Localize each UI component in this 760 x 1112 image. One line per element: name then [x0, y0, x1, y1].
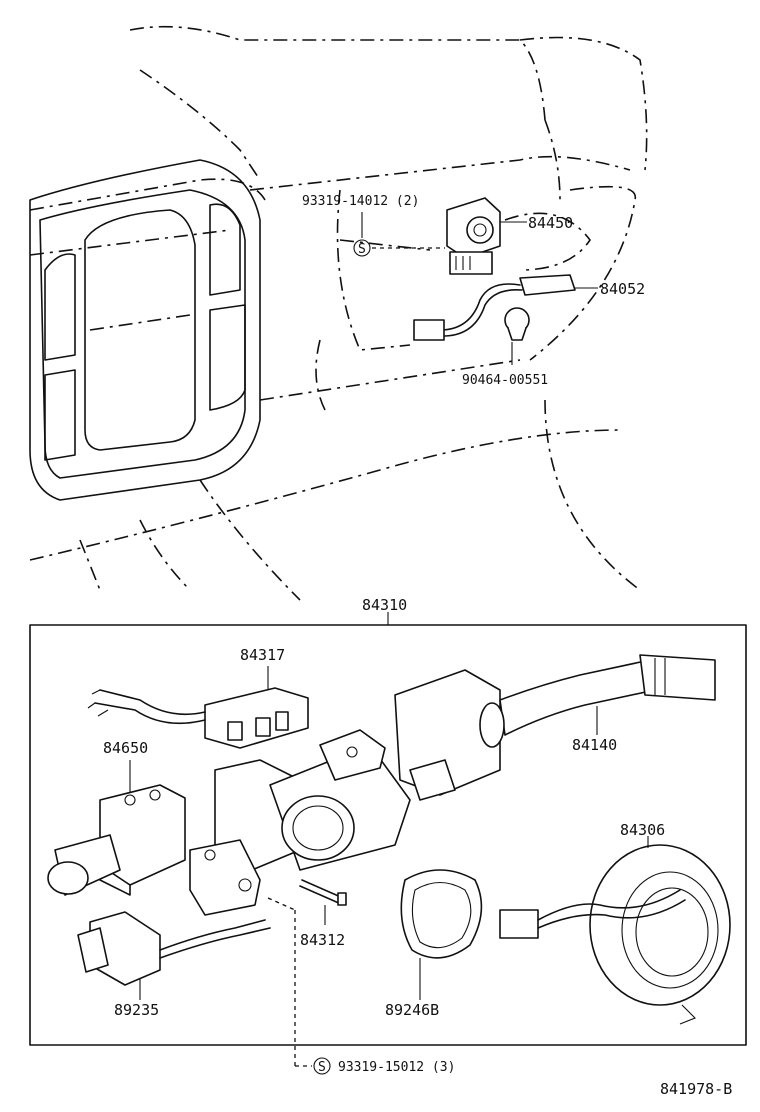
label-84306: 84306 — [620, 821, 665, 839]
label-89246B: 89246B — [385, 1001, 439, 1019]
spiral-cable-84306 — [499, 836, 731, 1025]
label-93319-15012: 93319-15012 (3) — [338, 1060, 455, 1075]
ring-89246B — [400, 869, 483, 1000]
label-84312: 84312 — [300, 931, 345, 949]
instrument-cluster — [29, 159, 261, 501]
switch-89235 — [77, 911, 271, 1000]
label-93319-14012: 93319-14012 (2) — [302, 194, 419, 209]
label-84317: 84317 — [240, 646, 285, 664]
label-89235: 89235 — [114, 1001, 159, 1019]
s-mark-top-text: S — [358, 242, 366, 257]
ignition-switch-84450 — [446, 197, 501, 275]
pin-84312 — [267, 879, 347, 1067]
label-84310: 84310 — [362, 596, 407, 614]
label-84052: 84052 — [600, 280, 645, 298]
vehicle-body-outline — [29, 25, 648, 601]
label-84140: 84140 — [572, 736, 617, 754]
turn-signal-switch-84140 — [394, 654, 716, 801]
s-mark-bottom-text: S — [318, 1060, 326, 1075]
label-90464-00551: 90464-00551 — [462, 373, 548, 388]
harness-84052 — [413, 274, 576, 341]
top-leader-lines — [361, 212, 598, 289]
s-mark-bottom: S — [313, 1057, 331, 1075]
switch-84650 — [47, 760, 186, 896]
relay-84317 — [87, 666, 309, 749]
figure-code: 841978-B — [660, 1080, 732, 1098]
label-84650: 84650 — [103, 739, 148, 757]
column-housing — [189, 729, 411, 916]
clamp-90464-00551 — [504, 307, 530, 365]
s-mark-top: S — [353, 239, 371, 257]
label-84450: 84450 — [528, 214, 573, 232]
